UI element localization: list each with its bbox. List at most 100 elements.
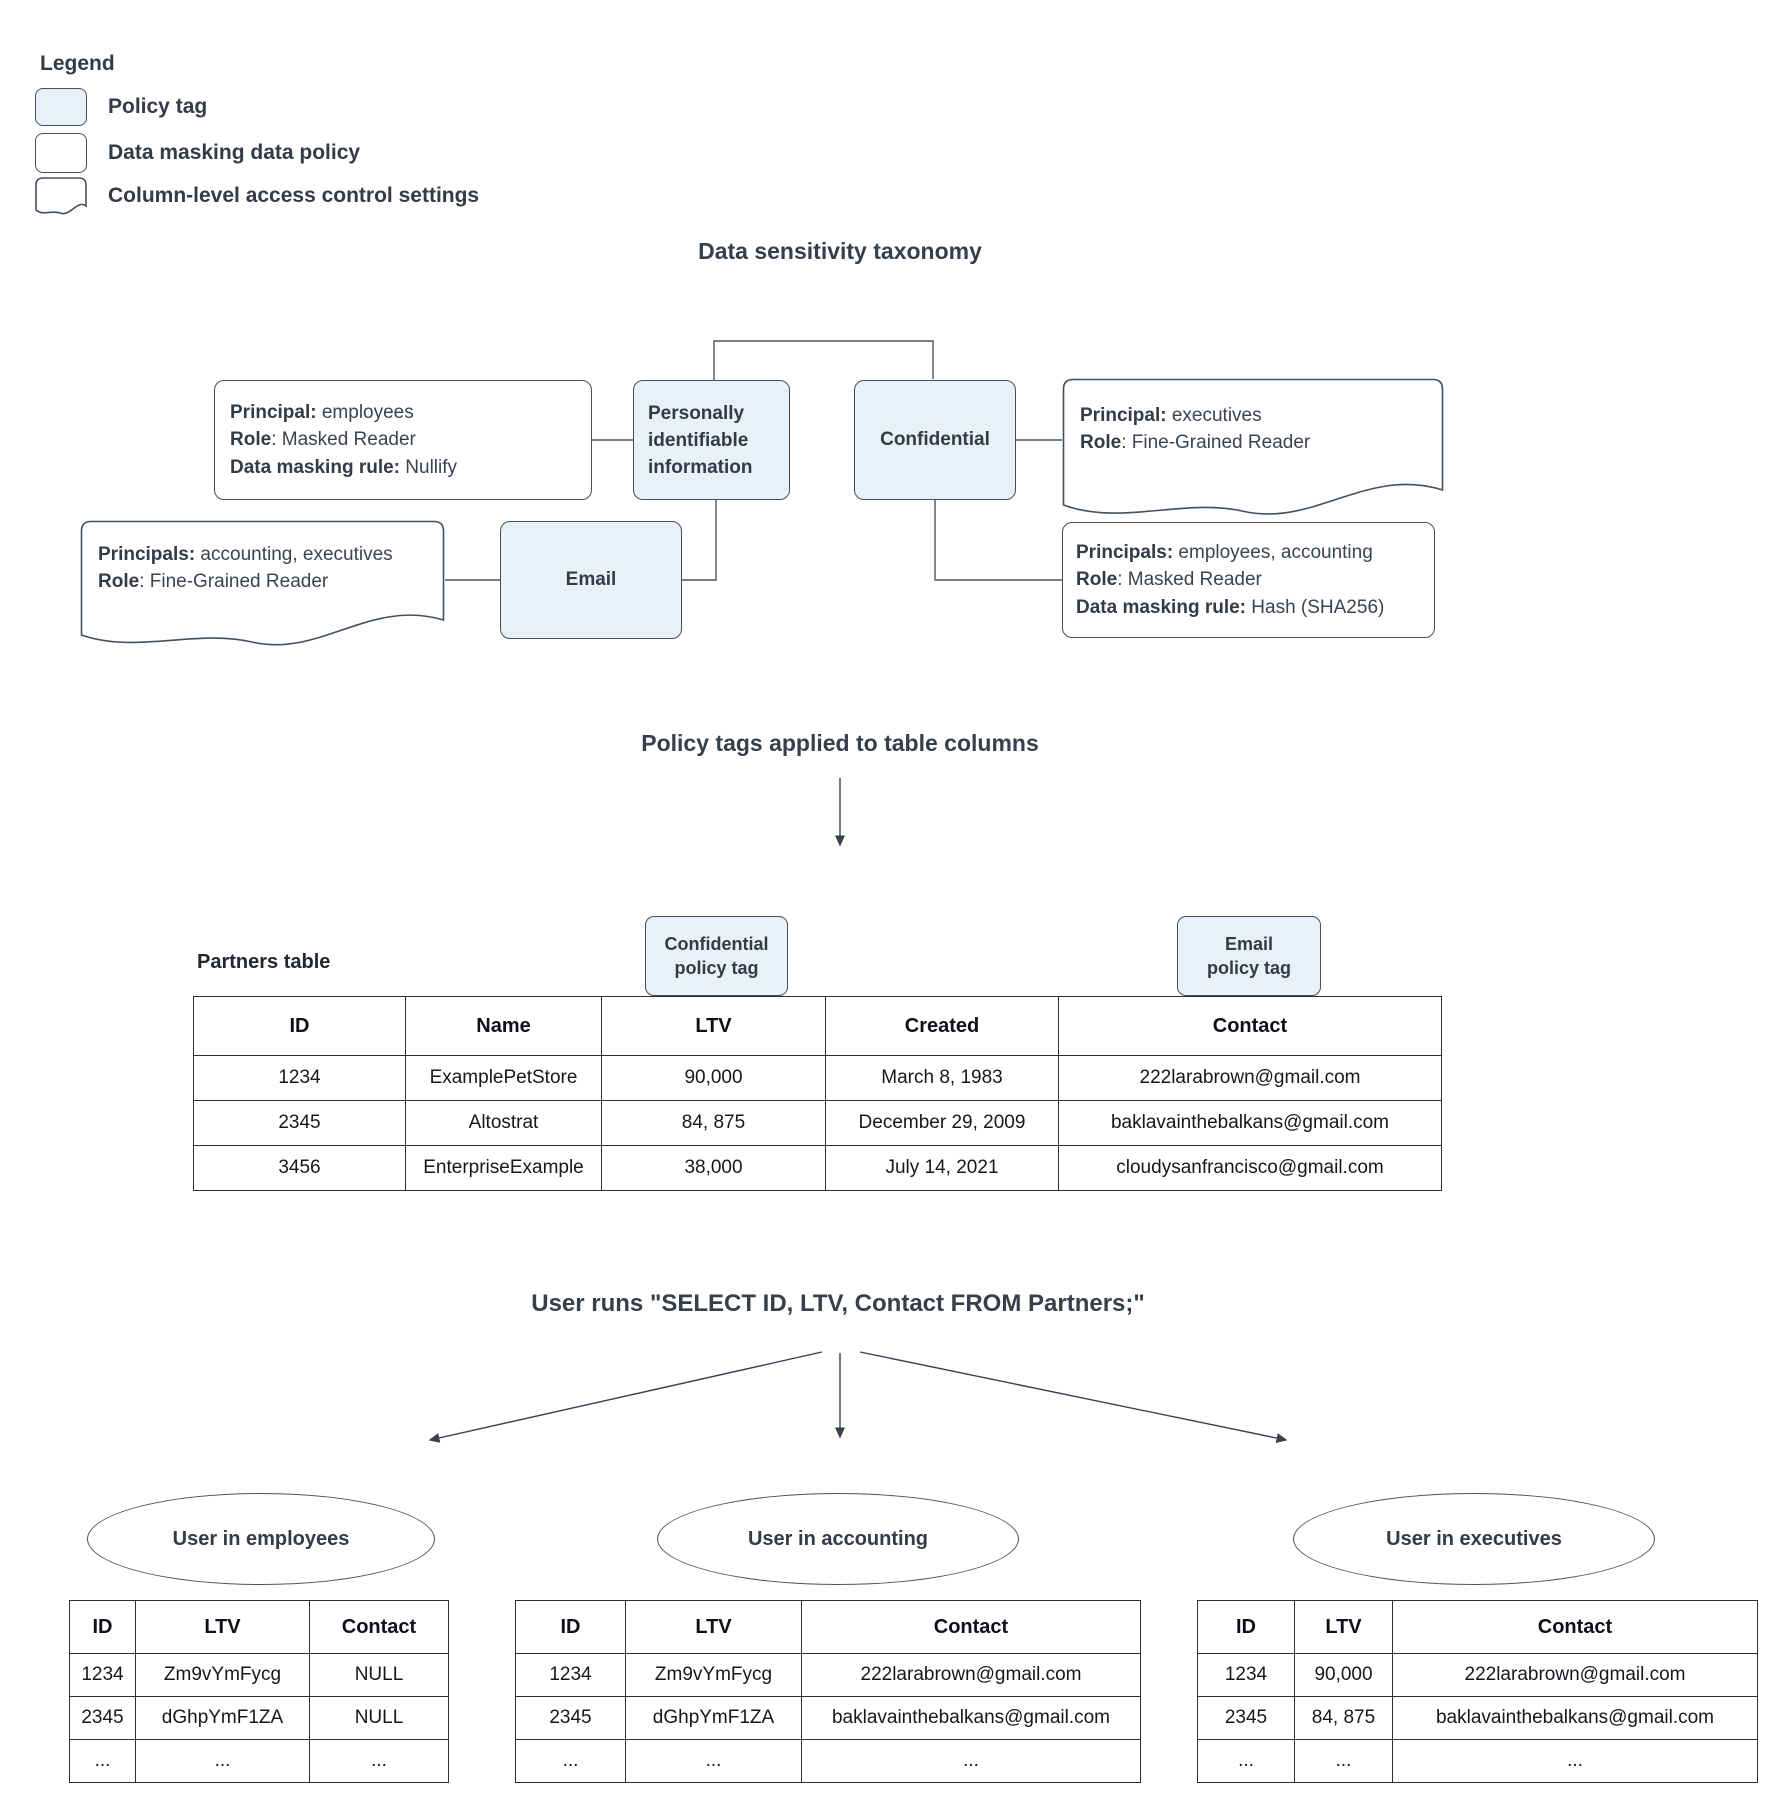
confidential-policy-tag-callout: Confidential policy tag — [645, 916, 788, 996]
callout-line: Email — [1224, 934, 1274, 954]
table-cell: ... — [625, 1739, 802, 1783]
table-cell: baklavainthebalkans@gmail.com — [1392, 1696, 1758, 1740]
column-header: LTV — [1294, 1600, 1393, 1654]
policy-line: Role: Fine-Grained Reader — [1080, 432, 1311, 453]
callout-line: policy tag — [1206, 958, 1291, 978]
table-cell: 1234 — [1197, 1653, 1295, 1697]
table-cell: ... — [1294, 1739, 1393, 1783]
policy-line: Principal: executives — [1080, 405, 1262, 426]
column-header: LTV — [135, 1600, 310, 1654]
table-header-row: ID LTV Contact — [69, 1600, 449, 1654]
table-cell: ... — [1197, 1739, 1295, 1783]
table-cell: dGhpYmF1ZA — [625, 1696, 802, 1740]
table-cell: 84, 875 — [1294, 1696, 1393, 1740]
table-row: 2345 84, 875 baklavainthebalkans@gmail.c… — [1197, 1696, 1758, 1740]
column-header: Contact — [1392, 1600, 1758, 1654]
column-header: Contact — [801, 1600, 1141, 1654]
data-policy-swatch — [35, 133, 87, 173]
table-row: 3456 EnterpriseExample 38,000 July 14, 2… — [193, 1145, 1442, 1191]
policy-line: Role: Masked Reader — [1076, 569, 1262, 591]
table-row: ... ... ... — [1197, 1739, 1758, 1783]
column-header: LTV — [601, 996, 826, 1056]
table-row: 1234 Zm9vYmFycg NULL — [69, 1653, 449, 1697]
data-policy-nullify: Principal: employees Role: Masked Reader… — [214, 380, 592, 500]
partners-table-label: Partners table — [197, 951, 331, 973]
table-row: ... ... ... — [69, 1739, 449, 1783]
table-cell: 2345 — [1197, 1696, 1295, 1740]
table-row: 2345 dGhpYmF1ZA baklavainthebalkans@gmai… — [515, 1696, 1141, 1740]
connector-confidential-to-hash — [934, 499, 1062, 581]
table-row: 1234 ExamplePetStore 90,000 March 8, 198… — [193, 1055, 1442, 1101]
policy-text: Principal: executives Role: Fine-Grained… — [1080, 402, 1310, 456]
table-cell: 222larabrown@gmail.com — [1392, 1653, 1758, 1697]
table-cell: baklavainthebalkans@gmail.com — [1058, 1100, 1442, 1146]
partners-table: ID Name LTV Created Contact 1234 Example… — [193, 996, 1442, 1191]
accounting-result-table: ID LTV Contact 1234 Zm9vYmFycg 222larabr… — [515, 1600, 1141, 1783]
table-cell: ... — [69, 1739, 136, 1783]
column-header: ID — [69, 1600, 136, 1654]
table-cell: 1234 — [193, 1055, 406, 1101]
policy-line: Role: Masked Reader — [230, 429, 416, 451]
legend-item-label: Column-level access control settings — [108, 184, 480, 207]
table-cell: EnterpriseExample — [405, 1145, 602, 1191]
table-cell: NULL — [309, 1653, 449, 1697]
query-title: User runs "SELECT ID, LTV, Contact FROM … — [531, 1290, 1145, 1317]
table-cell: March 8, 1983 — [825, 1055, 1059, 1101]
callout-line: Confidential — [664, 934, 769, 954]
arrow-to-employees-result — [428, 1351, 823, 1443]
table-cell: Altostrat — [405, 1100, 602, 1146]
table-cell: Zm9vYmFycg — [135, 1653, 310, 1697]
table-cell: ... — [801, 1739, 1141, 1783]
table-cell: ExamplePetStore — [405, 1055, 602, 1101]
column-header: LTV — [625, 1600, 802, 1654]
policy-text: Principals: accounting, executives Role:… — [98, 541, 393, 595]
table-header-row: ID LTV Contact — [515, 1600, 1141, 1654]
table-row: 2345 dGhpYmF1ZA NULL — [69, 1696, 449, 1740]
table-cell: 2345 — [69, 1696, 136, 1740]
table-row: ... ... ... — [515, 1739, 1141, 1783]
table-row: 2345 Altostrat 84, 875 December 29, 2009… — [193, 1100, 1442, 1146]
table-cell: 1234 — [69, 1653, 136, 1697]
column-header: Name — [405, 996, 602, 1056]
table-header-row: ID Name LTV Created Contact — [193, 996, 1442, 1056]
access-control-accounting-executives: Principals: accounting, executives Role:… — [80, 520, 445, 652]
executives-result-table: ID LTV Contact 1234 90,000 222larabrown@… — [1197, 1600, 1758, 1783]
table-cell: NULL — [309, 1696, 449, 1740]
connector-tree-bracket — [713, 340, 934, 380]
policy-line: Data masking rule: Hash (SHA256) — [1076, 596, 1385, 618]
table-cell: 222larabrown@gmail.com — [1058, 1055, 1442, 1101]
table-cell: December 29, 2009 — [825, 1100, 1059, 1146]
employees-result-table: ID LTV Contact 1234 Zm9vYmFycg NULL 2345… — [69, 1600, 449, 1783]
table-cell: 90,000 — [601, 1055, 826, 1101]
table-cell: ... — [515, 1739, 626, 1783]
user-executives-ellipse: User in executives — [1293, 1493, 1655, 1585]
access-control-executives: Principal: executives Role: Fine-Grained… — [1062, 378, 1444, 528]
column-header: ID — [193, 996, 406, 1056]
access-control-swatch — [35, 177, 87, 219]
table-cell: 2345 — [193, 1100, 406, 1146]
policy-tag-confidential: Confidential — [854, 380, 1016, 500]
table-cell: baklavainthebalkans@gmail.com — [801, 1696, 1141, 1740]
column-header: Contact — [309, 1600, 449, 1654]
user-accounting-ellipse: User in accounting — [657, 1493, 1019, 1585]
table-cell: 1234 — [515, 1653, 626, 1697]
data-policy-hash: Principals: employees, accounting Role: … — [1062, 522, 1435, 638]
arrow-to-executives-result — [859, 1351, 1288, 1443]
policy-line: Principal: employees — [230, 401, 414, 423]
email-policy-tag-callout: Email policy tag — [1177, 916, 1321, 996]
table-cell: 84, 875 — [601, 1100, 826, 1146]
column-header: Created — [825, 996, 1059, 1056]
table-cell: 222larabrown@gmail.com — [801, 1653, 1141, 1697]
legend-title: Legend — [40, 52, 115, 75]
policy-line: Principals: accounting, executives — [98, 544, 393, 565]
table-cell: 90,000 — [1294, 1653, 1393, 1697]
policy-line: Data masking rule: Nullify — [230, 456, 458, 478]
column-header: ID — [515, 1600, 626, 1654]
table-row: 1234 Zm9vYmFycg 222larabrown@gmail.com — [515, 1653, 1141, 1697]
column-header: Contact — [1058, 996, 1442, 1056]
table-cell: 38,000 — [601, 1145, 826, 1191]
table-cell: Zm9vYmFycg — [625, 1653, 802, 1697]
table-cell: dGhpYmF1ZA — [135, 1696, 310, 1740]
table-cell: 3456 — [193, 1145, 406, 1191]
